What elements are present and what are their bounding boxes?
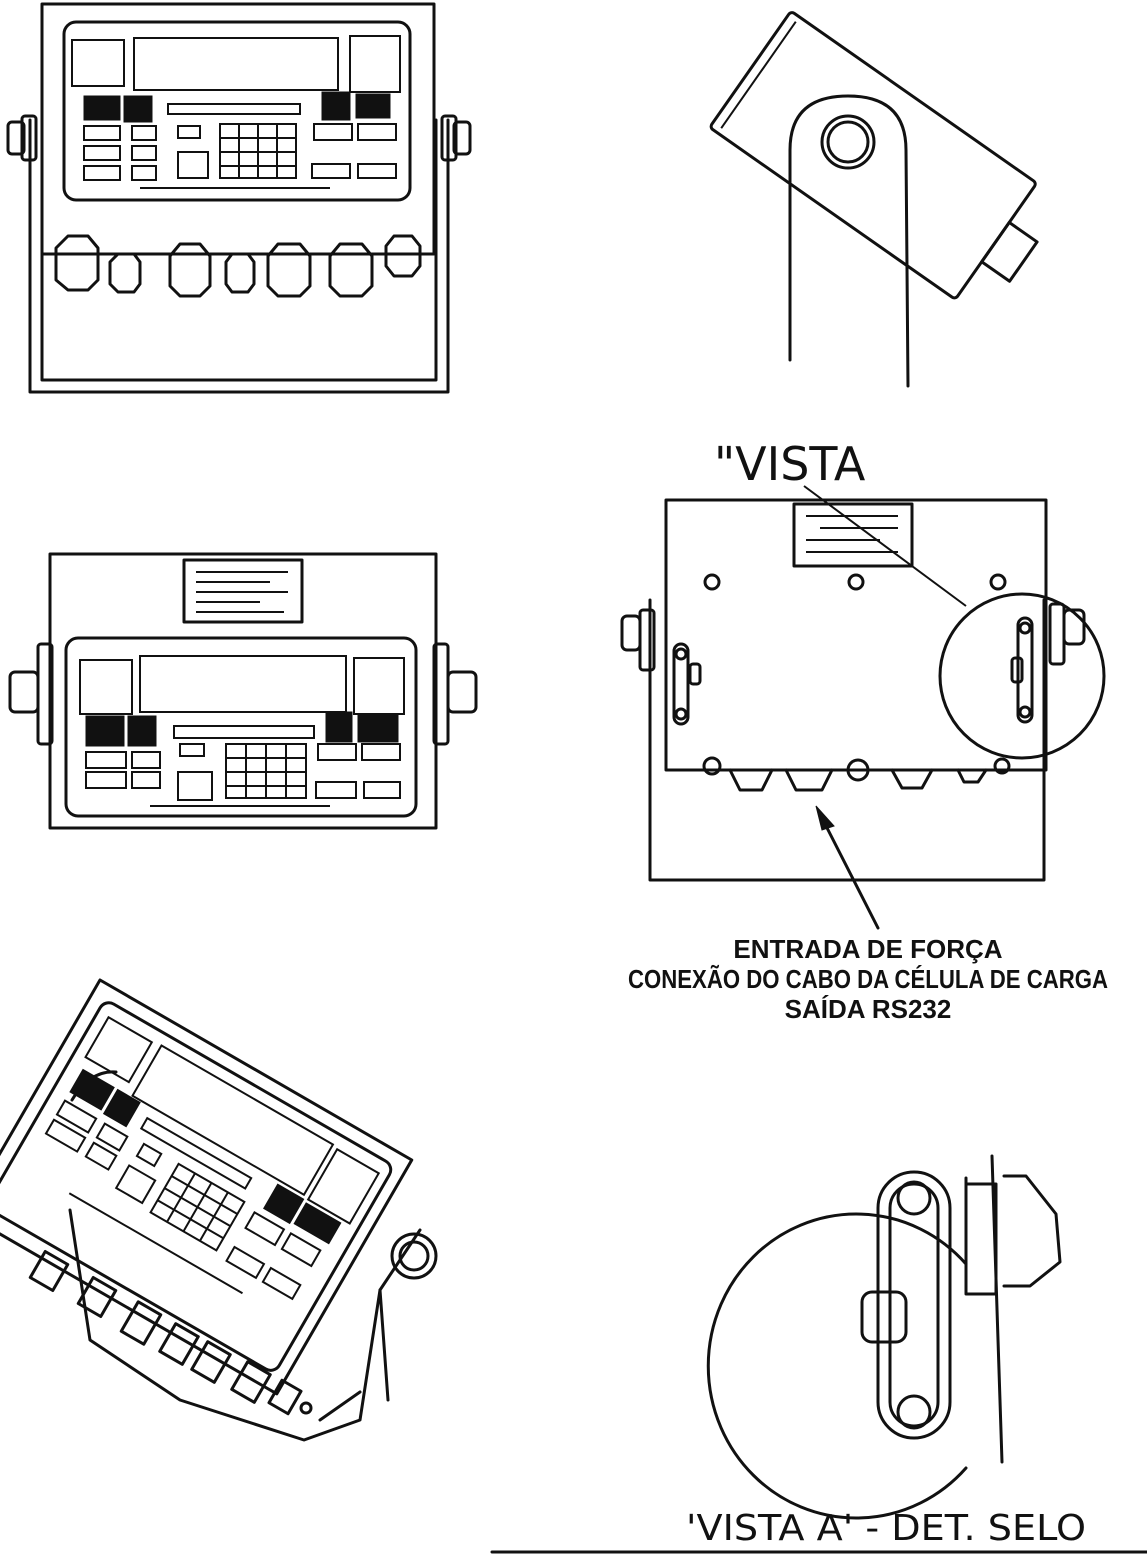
- rear-view: [620, 485, 1106, 930]
- detail-caption: 'VISTA A' - DET. SELO: [686, 1508, 1086, 1549]
- callout-label-vista: "VISTA: [714, 437, 866, 491]
- side-view: [709, 11, 1039, 388]
- connection-label-rs232: SAÍDA RS232: [785, 994, 952, 1024]
- isometric-view: [0, 978, 438, 1442]
- connection-label-power: ENTRADA DE FORÇA: [733, 934, 1002, 964]
- front-view-2: [8, 552, 478, 830]
- connection-label-cable: CONEXÃO DO CABO DA CÉLULA DE CARGA: [628, 964, 1108, 994]
- front-view: [6, 2, 472, 394]
- detail-view-a: [706, 1154, 1062, 1520]
